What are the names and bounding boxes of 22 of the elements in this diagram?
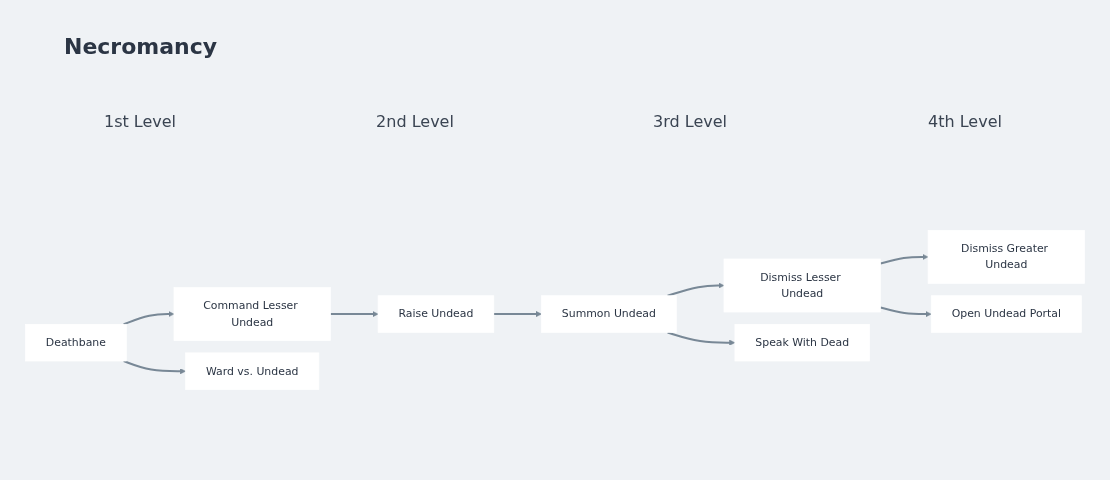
diagram-title: Necromancy xyxy=(64,34,218,59)
node-box: Open Undead Portal xyxy=(930,295,1082,333)
arrow xyxy=(493,311,542,318)
column-heading: 4th Level xyxy=(928,112,1002,131)
node-box: Dismiss Lesser Undead xyxy=(723,258,881,313)
arrow xyxy=(330,311,379,318)
node-box: Ward vs. Undead xyxy=(185,352,320,390)
column-heading: 3rd Level xyxy=(653,112,727,131)
node-box: Raise Undead xyxy=(377,295,495,333)
node-box: Deathbane xyxy=(25,323,127,362)
arrow xyxy=(880,306,932,318)
node-box: Dismiss Greater Undead xyxy=(927,230,1085,284)
arrow xyxy=(667,282,725,297)
arrow xyxy=(667,331,736,346)
arrow xyxy=(880,253,929,265)
node-box: Summon Undead xyxy=(541,295,677,333)
column-heading: 2nd Level xyxy=(376,112,454,131)
node-box: Speak With Dead xyxy=(734,323,870,362)
arrow xyxy=(123,311,175,326)
column-heading: 1st Level xyxy=(103,112,177,131)
arrow xyxy=(123,360,186,375)
node-box: Command Lesser Undead xyxy=(173,287,331,341)
